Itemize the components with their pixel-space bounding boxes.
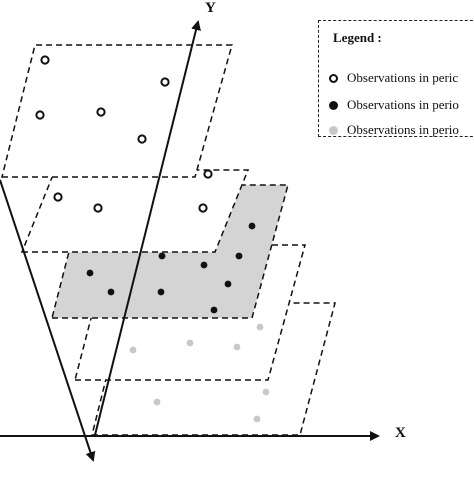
hollow-point: [137, 134, 147, 144]
z-axis-line: [0, 179, 96, 462]
black-point: [158, 252, 166, 260]
grey-point: [253, 415, 261, 423]
hollow-circle-icon: [329, 73, 338, 83]
black-dot-icon: [329, 100, 338, 110]
legend-item-label: Observations in perio: [347, 122, 459, 137]
black-point: [157, 288, 165, 296]
hollow-point: [35, 110, 45, 120]
hollow-point: [93, 203, 103, 213]
black-point: [224, 280, 232, 288]
hollow-point: [53, 192, 63, 202]
grey-point: [262, 388, 270, 396]
y-axis-label: Y: [205, 0, 216, 16]
hollow-point: [203, 169, 213, 179]
black-point: [248, 222, 256, 230]
plane-period-1: [1, 44, 233, 178]
legend-item-label: Observations in perio: [347, 97, 459, 112]
grey-point: [256, 323, 264, 331]
grey-point: [186, 339, 194, 347]
grey-point: [153, 398, 161, 406]
legend-item-hollow: Observations in peric: [329, 69, 458, 87]
hollow-point: [160, 77, 170, 87]
hollow-point: [40, 55, 50, 65]
black-point: [210, 306, 218, 314]
black-point: [107, 288, 115, 296]
grey-point: [129, 346, 137, 354]
legend-item-label: Observations in peric: [347, 70, 459, 85]
legend-title: Legend :: [333, 30, 382, 45]
legend-item-black: Observations in perio: [329, 96, 459, 114]
hollow-point: [198, 203, 208, 213]
grey-dot-icon: [329, 125, 338, 135]
black-point: [235, 252, 243, 260]
black-point: [86, 269, 94, 277]
hollow-point: [96, 107, 106, 117]
legend-item-grey: Observations in perio: [329, 121, 459, 139]
grey-point: [233, 343, 241, 351]
legend: Legend : Observations in peric Observati…: [318, 20, 474, 137]
black-point: [200, 261, 208, 269]
x-axis-label: X: [395, 425, 406, 441]
plane-period-1b: [20, 169, 250, 253]
y-axis-line: [94, 20, 201, 436]
